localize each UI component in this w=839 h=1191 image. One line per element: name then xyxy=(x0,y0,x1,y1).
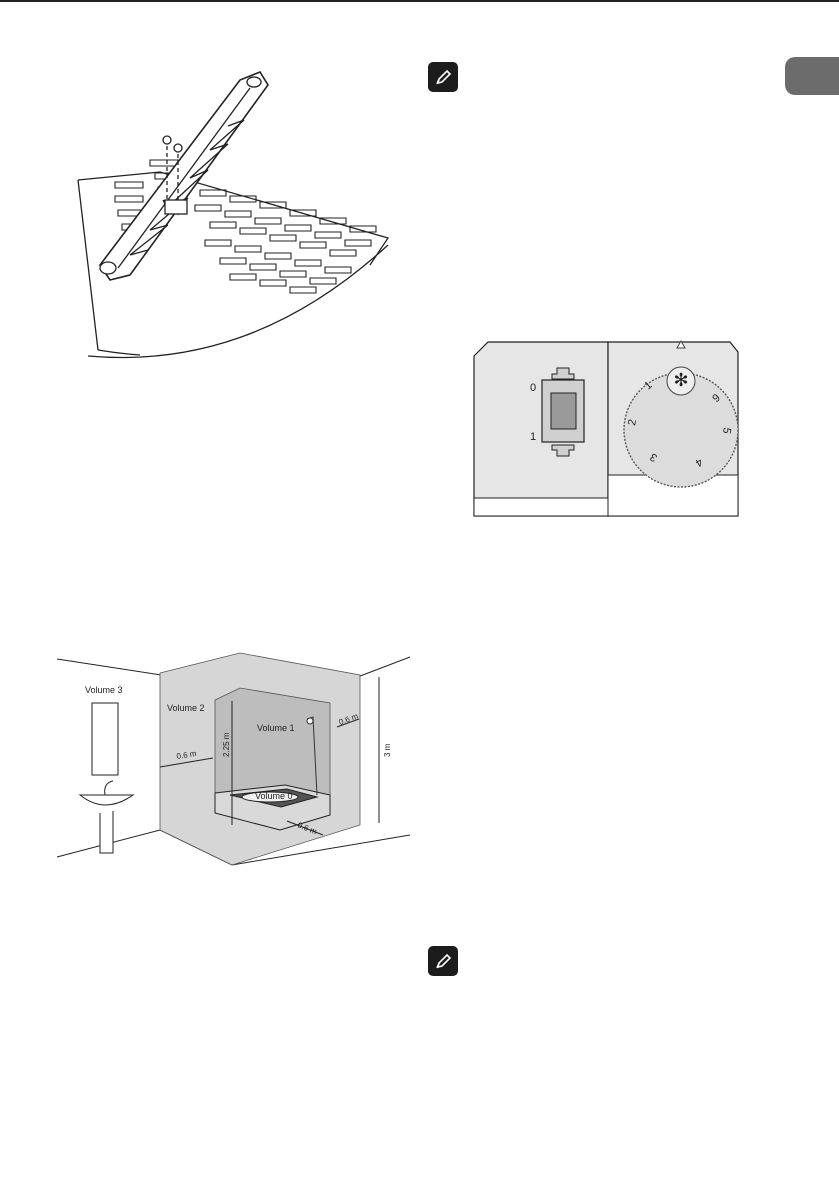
dial-number-4: 4 xyxy=(693,455,704,468)
pencil-note-icon xyxy=(428,946,458,976)
dim-height-inner-label: 2.25 m xyxy=(222,732,231,757)
language-tab xyxy=(785,57,839,95)
volume-0-label: Volume 0 xyxy=(255,791,293,801)
dial-number-3: 3 xyxy=(648,450,659,463)
dial-number-2: 2 xyxy=(626,418,639,426)
top-rule xyxy=(0,0,839,2)
volume-2-label: Volume 2 xyxy=(167,703,205,713)
pencil-note-icon xyxy=(428,62,458,92)
dial-number-5: 5 xyxy=(720,426,733,434)
frost-protection-icon: ✻ xyxy=(673,370,688,390)
volume-1-label: Volume 1 xyxy=(257,723,295,733)
switch-label-on: 1 xyxy=(530,431,536,443)
volume-3-label: Volume 3 xyxy=(85,685,123,695)
bracket-mounting-figure xyxy=(77,71,390,359)
dim-side-label: 0.6 m xyxy=(176,749,198,761)
switch-label-off: 0 xyxy=(530,382,536,394)
bathroom-volumes-figure: Volume 3 Volume 2 Volume 1 Volume 0 0.6 … xyxy=(56,652,411,866)
control-panel-figure: 0 1 ✻ 1 2 3 4 5 6 xyxy=(473,339,739,517)
dial-pointer-icon xyxy=(676,339,686,349)
thermostat-dial[interactable] xyxy=(623,339,739,488)
on-off-rocker-switch[interactable] xyxy=(541,367,585,457)
dim-height-total-label: 3 m xyxy=(383,743,392,757)
